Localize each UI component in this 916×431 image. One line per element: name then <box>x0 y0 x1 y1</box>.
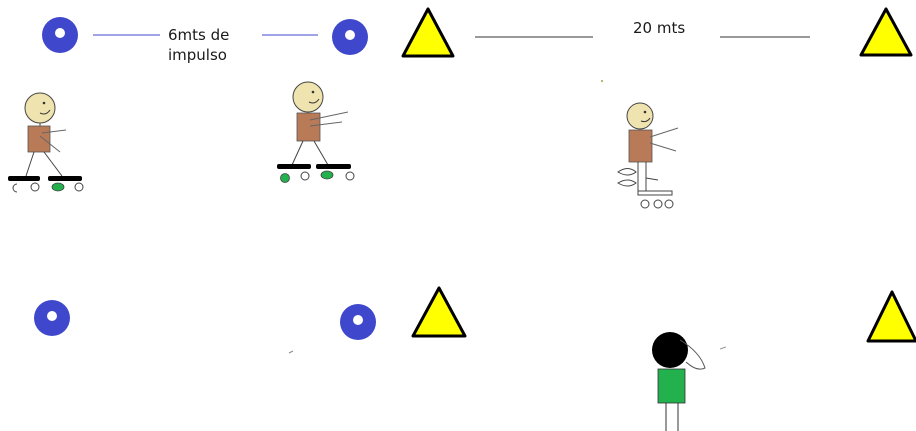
skater-figure <box>618 103 678 208</box>
skater-figure <box>8 93 83 192</box>
impulse-word-label: impulso <box>168 46 227 64</box>
coach-figure <box>652 332 705 431</box>
speck <box>601 80 603 82</box>
speck <box>289 351 293 353</box>
impulse-distance-label: 6mts de <box>168 26 229 44</box>
run-distance-label: 20 mts <box>633 19 685 37</box>
blue-cone-icon <box>340 304 376 340</box>
speck <box>720 347 726 349</box>
blue-cone-icon <box>34 300 70 336</box>
blue-cone-icon <box>42 17 78 53</box>
yellow-triangle-marker-icon <box>861 9 911 55</box>
yellow-triangle-marker-icon <box>868 292 916 341</box>
yellow-triangle-marker-icon <box>403 9 453 56</box>
yellow-triangle-marker-icon <box>413 288 465 336</box>
skater-figure <box>277 82 354 183</box>
blue-cone-icon <box>332 19 368 55</box>
